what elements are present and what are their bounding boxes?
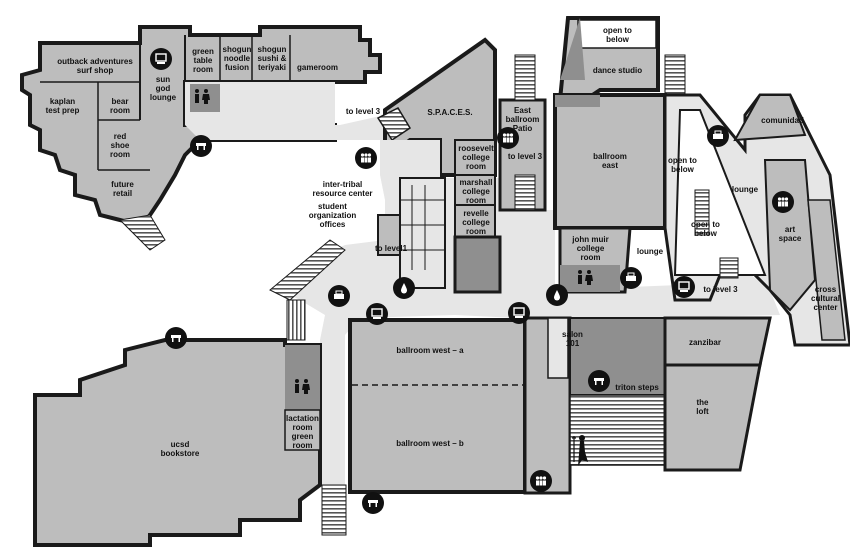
meeting-table-icon[interactable]: [362, 492, 384, 514]
group-people-icon[interactable]: [772, 191, 794, 213]
triton-statue-icon: [572, 435, 588, 466]
link-to-level-3-right[interactable]: to level 3: [703, 285, 738, 294]
offices-block: [377, 177, 446, 289]
room-dance-studio: dance studio: [592, 66, 643, 75]
room-triton-steps: triton steps: [615, 383, 659, 392]
link-to-level-3-top[interactable]: to level 3: [345, 107, 381, 116]
computer-kiosk-icon[interactable]: [673, 276, 695, 298]
college-rooms: [453, 139, 502, 294]
water-fountain-icon[interactable]: [393, 277, 415, 299]
printer-icon[interactable]: [328, 285, 350, 307]
water-fountain-icon[interactable]: [546, 284, 568, 306]
meeting-table-icon[interactable]: [190, 135, 212, 157]
room-lounge-east: lounge: [731, 185, 759, 194]
group-people-icon[interactable]: [530, 470, 552, 492]
computer-kiosk-icon[interactable]: [508, 302, 530, 324]
room-ballroom-west-a: ballroom west – a: [396, 346, 464, 355]
restroom-icon[interactable]: [575, 268, 595, 288]
room-lounge-center: lounge: [636, 247, 664, 256]
room-comunidad: comunidad: [761, 116, 804, 125]
group-people-icon[interactable]: [497, 127, 519, 149]
ballroom-west: [348, 318, 527, 494]
link-to-level-1[interactable]: to level1: [375, 244, 408, 253]
restroom-icon[interactable]: [292, 377, 312, 397]
meeting-table-icon[interactable]: [588, 370, 610, 392]
printer-icon[interactable]: [620, 267, 642, 289]
restroom-icon[interactable]: [192, 87, 212, 107]
south-east-block: [523, 316, 772, 495]
east-wing: [663, 93, 850, 347]
room-zanzibar: zanzibar: [688, 338, 721, 347]
group-people-icon[interactable]: [355, 147, 377, 169]
computer-kiosk-icon[interactable]: [150, 48, 172, 70]
room-gameroom: gameroom: [297, 63, 338, 72]
bookstore-block: [33, 338, 347, 547]
printer-icon[interactable]: [707, 125, 729, 147]
computer-kiosk-icon[interactable]: [366, 303, 388, 325]
room-ballroom-west-b: ballroom west – b: [396, 439, 464, 448]
meeting-table-icon[interactable]: [165, 327, 187, 349]
room-spaces: S.P.A.C.E.S.: [427, 108, 473, 117]
link-to-level-3-patio[interactable]: to level 3: [507, 152, 543, 161]
